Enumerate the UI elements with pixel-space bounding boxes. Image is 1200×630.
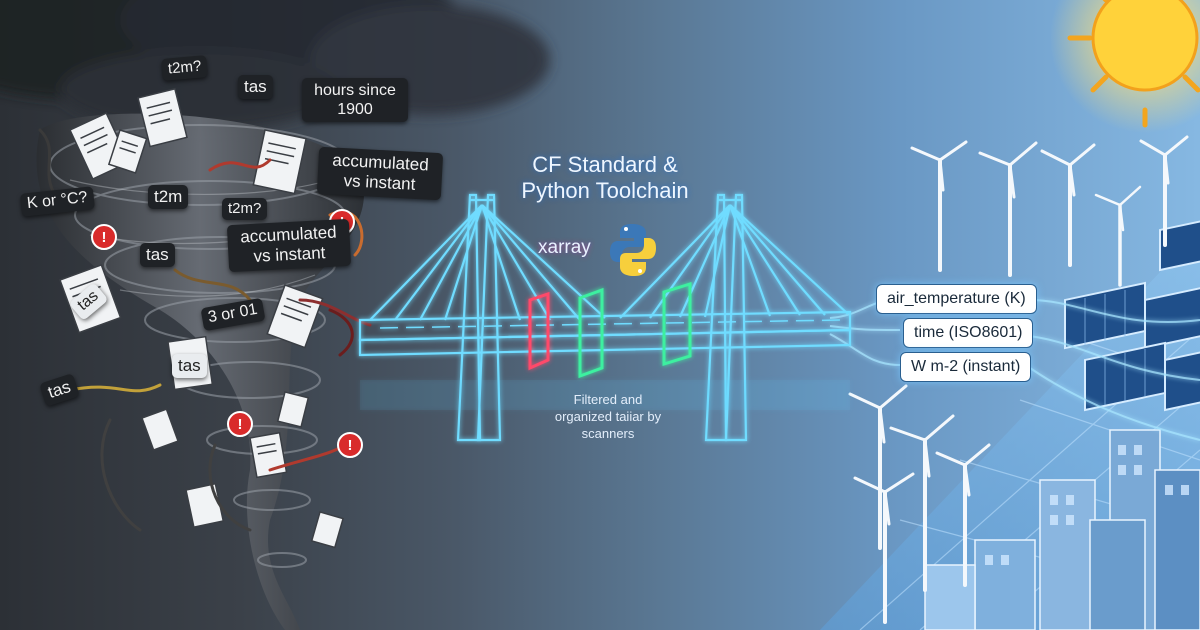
alert-icon: ! bbox=[227, 411, 253, 437]
alert-icon: ! bbox=[337, 432, 363, 458]
bridge-title-line1: CF Standard & bbox=[532, 152, 678, 177]
tornado-label: t2m bbox=[148, 185, 189, 209]
bridge-title: CF Standard & Python Toolchain bbox=[490, 152, 720, 205]
python-logo-icon bbox=[610, 224, 656, 276]
wind-turbines bbox=[848, 135, 1189, 624]
svg-text:!: ! bbox=[348, 437, 353, 454]
tornado-label: tas bbox=[172, 354, 207, 378]
tornado-label: accumulated vs instant bbox=[226, 218, 352, 272]
tornado-label: t2m? bbox=[222, 198, 268, 220]
svg-text:!: ! bbox=[102, 229, 107, 246]
bridge-caption-line2: organized taiiar by bbox=[554, 408, 662, 424]
bridge-caption-line1: Filtered and bbox=[573, 392, 643, 407]
alert-icon: ! bbox=[91, 224, 117, 250]
tornado-label: tas bbox=[238, 75, 273, 99]
output-label-air-temperature: air_temperature (K) bbox=[876, 284, 1037, 314]
storm-clouds bbox=[0, 0, 550, 130]
bridge bbox=[358, 193, 852, 442]
tornado-label: tas bbox=[140, 243, 175, 267]
sun-icon bbox=[1050, 0, 1200, 133]
bridge-title-line2: Python Toolchain bbox=[521, 178, 689, 204]
tornado-label: t2m? bbox=[161, 55, 209, 81]
tornado-label: accumulated vs instant bbox=[316, 146, 444, 200]
tornado-label: hours since 1900 bbox=[302, 78, 408, 123]
solar-panels bbox=[1064, 217, 1200, 412]
xarray-label: xarray bbox=[538, 237, 591, 258]
bridge-caption: Filtered and organized taiiar by scanner… bbox=[508, 392, 708, 443]
svg-text:!: ! bbox=[238, 416, 243, 433]
bridge-caption-line3: scanners bbox=[581, 425, 635, 441]
output-label-time: time (ISO8601) bbox=[903, 318, 1034, 348]
scanner-gates bbox=[528, 281, 692, 379]
output-label-radiation: W m-2 (instant) bbox=[900, 352, 1032, 382]
